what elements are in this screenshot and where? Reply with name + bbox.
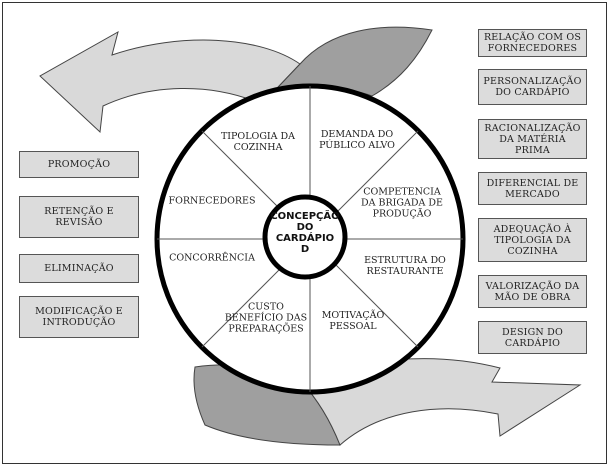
right-box-adequacao: ADEQUAÇÃO À TIPOLOGIA DA COZINHA — [478, 218, 587, 262]
right-box-personalizacao: PERSONALIZAÇÃO DO CARDÁPIO — [478, 69, 587, 105]
right-box-relacao: RELAÇÃO COM OS FORNECEDORES — [478, 29, 587, 57]
segment-label-competencia: COMPETENCIA DA BRIGADA DE PRODUÇÃO — [361, 186, 443, 220]
right-box-valorizacao: VALORIZAÇÃO DA MÃO DE OBRA — [478, 275, 587, 308]
segment-label-concorrencia: CONCORRÊNCIA — [169, 252, 255, 264]
segment-label-fornecedores: FORNECEDORES — [168, 195, 256, 207]
left-box-retencao: RETENÇÃO E REVISÃO — [19, 196, 139, 238]
segment-dividers — [157, 86, 463, 392]
top-curved-arrow — [39, 30, 301, 134]
right-box-design: DESIGN DO CARDÁPIO — [478, 321, 587, 354]
left-box-promocao: PROMOÇÃO — [19, 151, 139, 178]
right-box-diferencial: DIFERENCIAL DE MERCADO — [478, 172, 587, 205]
center-circle — [262, 194, 348, 280]
segment-label-motivacao: MOTIVAÇÃO PESSOAL — [321, 310, 385, 332]
right-box-racionalizacao: RACIONALIZAÇÃO DA MATÉRIA PRIMA — [478, 119, 587, 159]
segment-label-custo: CUSTO BENEFÍCIO DAS PREPARAÇÕES — [224, 301, 308, 335]
left-box-eliminacao: ELIMINAÇÃO — [19, 254, 139, 283]
center-label: CONCEPÇÃO DO CARDÁPIO D — [270, 211, 340, 255]
left-box-modificacao: MODIFICAÇÃO E INTRODUÇÃO — [19, 296, 139, 338]
segment-label-estrutura: ESTRUTURA DO RESTAURANTE — [364, 255, 446, 277]
segment-label-demanda: DEMANDA DO PÚBLICO ALVO — [319, 129, 395, 151]
segment-label-tipologia: TIPOLOGIA DA COZINHA — [220, 131, 296, 153]
